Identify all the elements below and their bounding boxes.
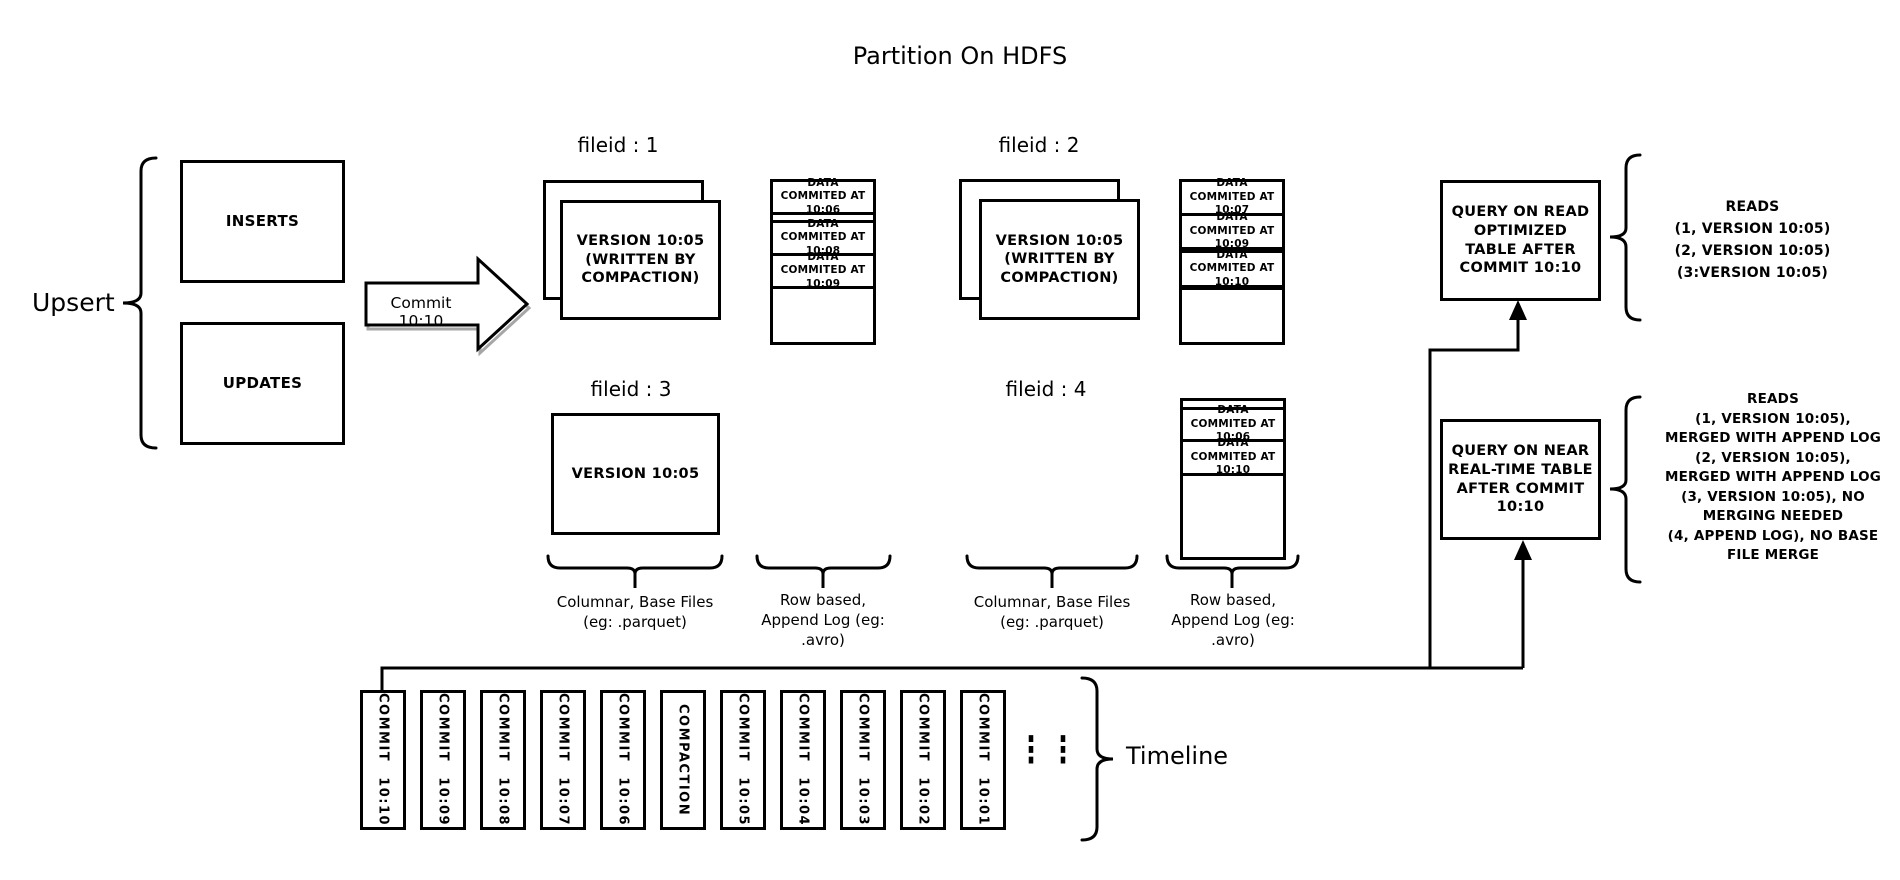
legend-line: Append Log (eg: — [1171, 611, 1295, 629]
fileid-2-append-log: DATA COMMITED AT 10:07 DATA COMMITED AT … — [1179, 177, 1285, 345]
timeline-entry: COMMIT 10:05 — [720, 690, 766, 830]
reads-line: MERGED WITH APPEND LOG — [1664, 469, 1882, 485]
reads-line: (2, VERSION 10:05) — [1674, 243, 1831, 259]
reads-line: (3, VERSION 10:05), NO — [1681, 488, 1865, 505]
commit-arrow-label: Commit 10:10 — [390, 294, 452, 330]
updates-box: UPDATES — [180, 322, 345, 445]
arrowhead-near-realtime — [1514, 540, 1532, 560]
reads-line: (1, VERSION 10:05), — [1695, 410, 1851, 427]
upsert-brace — [122, 156, 158, 450]
reads-line: (4, APPEND LOG), NO BASE — [1667, 527, 1879, 544]
reads-line: (2, VERSION 10:05), — [1695, 449, 1851, 466]
timeline-entry: COMMIT 10:08 — [480, 690, 526, 830]
log-block-divider — [1183, 401, 1283, 410]
log-segment: DATA COMMITED AT 10:10 — [1183, 437, 1283, 476]
log-segment: DATA COMMITED AT 10:07 — [1182, 177, 1282, 216]
reads-read-optimized: READS (1, VERSION 10:05) (2, VERSION 10:… — [1645, 196, 1860, 284]
brace-reads-realtime — [1609, 395, 1642, 584]
fileid-1-label: fileid : 1 — [577, 133, 659, 157]
brace-columnar-2 — [965, 554, 1139, 588]
timeline-ellipsis: ⋮ — [1018, 730, 1044, 772]
reads-line: MERGING NEEDED — [1702, 508, 1844, 524]
fileid-4-label: fileid : 4 — [1005, 377, 1087, 401]
fileid-1-append-log: DATA COMMITED AT 10:06 DATA COMMITED AT … — [770, 177, 876, 345]
query-near-realtime-box: QUERY ON NEAR REAL-TIME TABLE AFTER COMM… — [1440, 419, 1601, 540]
fileid-4-append-log: DATA COMMITED AT 10:06 DATA COMMITED AT … — [1180, 398, 1286, 560]
fileid-3-label: fileid : 3 — [590, 377, 672, 401]
legend-line: .avro) — [1211, 631, 1255, 649]
legend-line: (eg: .parquet) — [1000, 613, 1104, 631]
timeline-entry: COMMIT 10:02 — [900, 690, 946, 830]
legend-line: Columnar, Base Files — [973, 593, 1131, 611]
log-segment: DATA COMMITED AT 10:06 — [773, 177, 873, 216]
legend-rowbased-2: Row based, Append Log (eg: .avro) — [1163, 590, 1303, 650]
connector-read-optimized — [1428, 317, 1520, 668]
timeline-entry: COMMIT 10:09 — [420, 690, 466, 830]
page-title: Partition On HDFS — [852, 42, 1068, 70]
timeline-entry: COMMIT 10:04 — [780, 690, 826, 830]
log-block-divider — [773, 215, 873, 223]
brace-rowbased-2 — [1165, 554, 1300, 588]
legend-line: Row based, — [779, 591, 866, 609]
legend-columnar-1: Columnar, Base Files (eg: .parquet) — [548, 592, 722, 632]
timeline-entry: COMMIT 10:03 — [840, 690, 886, 830]
reads-line: MERGED WITH APPEND LOG — [1664, 430, 1882, 446]
legend-rowbased-1: Row based, Append Log (eg: .avro) — [753, 590, 893, 650]
timeline-label: Timeline — [1126, 742, 1229, 770]
fileid-3-base-file: VERSION 10:05 — [551, 413, 720, 535]
timeline-entry: COMMIT 10:07 — [540, 690, 586, 830]
timeline-ellipsis: ⋮ — [1050, 730, 1076, 772]
timeline-brace — [1080, 676, 1114, 842]
query-read-optimized-box: QUERY ON READ OPTIMIZED TABLE AFTER COMM… — [1440, 180, 1601, 301]
log-segment: DATA COMMITED AT 10:10 — [1182, 249, 1282, 290]
legend-line: Append Log (eg: — [761, 611, 885, 629]
fileid-2-base-file: VERSION 10:05 (WRITTEN BY COMPACTION) — [979, 199, 1140, 320]
log-segment: DATA COMMITED AT 10:08 — [773, 218, 873, 257]
reads-line: (3:VERSION 10:05) — [1676, 265, 1829, 281]
arrowhead-read-optimized — [1509, 300, 1527, 320]
brace-columnar-1 — [546, 554, 724, 588]
reads-near-realtime: READS (1, VERSION 10:05), MERGED WITH AP… — [1648, 390, 1898, 566]
reads-line: (1, VERSION 10:05) — [1674, 221, 1831, 237]
log-segment: DATA COMMITED AT 10:09 — [1182, 211, 1282, 250]
timeline-entry: COMPACTION — [660, 690, 706, 830]
brace-rowbased-1 — [755, 554, 892, 588]
log-segment: DATA COMMITED AT 10:06 — [1183, 404, 1283, 443]
commit-arrow — [364, 255, 530, 353]
legend-line: (eg: .parquet) — [583, 613, 687, 631]
legend-line: .avro) — [801, 631, 845, 649]
timeline-entry: COMMIT 10:01 — [960, 690, 1006, 830]
reads-line: READS — [1747, 391, 1799, 407]
log-segment: DATA COMMITED AT 10:09 — [773, 251, 873, 290]
legend-line: Columnar, Base Files — [556, 593, 714, 611]
upsert-label: Upsert — [32, 288, 115, 317]
inserts-box: INSERTS — [180, 160, 345, 283]
fileid-1-base-file: VERSION 10:05 (WRITTEN BY COMPACTION) — [560, 200, 721, 320]
timeline-connector — [380, 666, 1523, 690]
reads-line: FILE MERGE — [1726, 547, 1820, 563]
reads-line: READS — [1725, 199, 1780, 215]
timeline-entry: COMMIT 10:06 — [600, 690, 646, 830]
legend-columnar-2: Columnar, Base Files (eg: .parquet) — [965, 592, 1139, 632]
fileid-2-label: fileid : 2 — [998, 133, 1080, 157]
legend-line: Row based, — [1189, 591, 1276, 609]
timeline-entry: COMMIT 10:10 — [360, 690, 406, 830]
brace-reads-optimized — [1609, 153, 1642, 322]
